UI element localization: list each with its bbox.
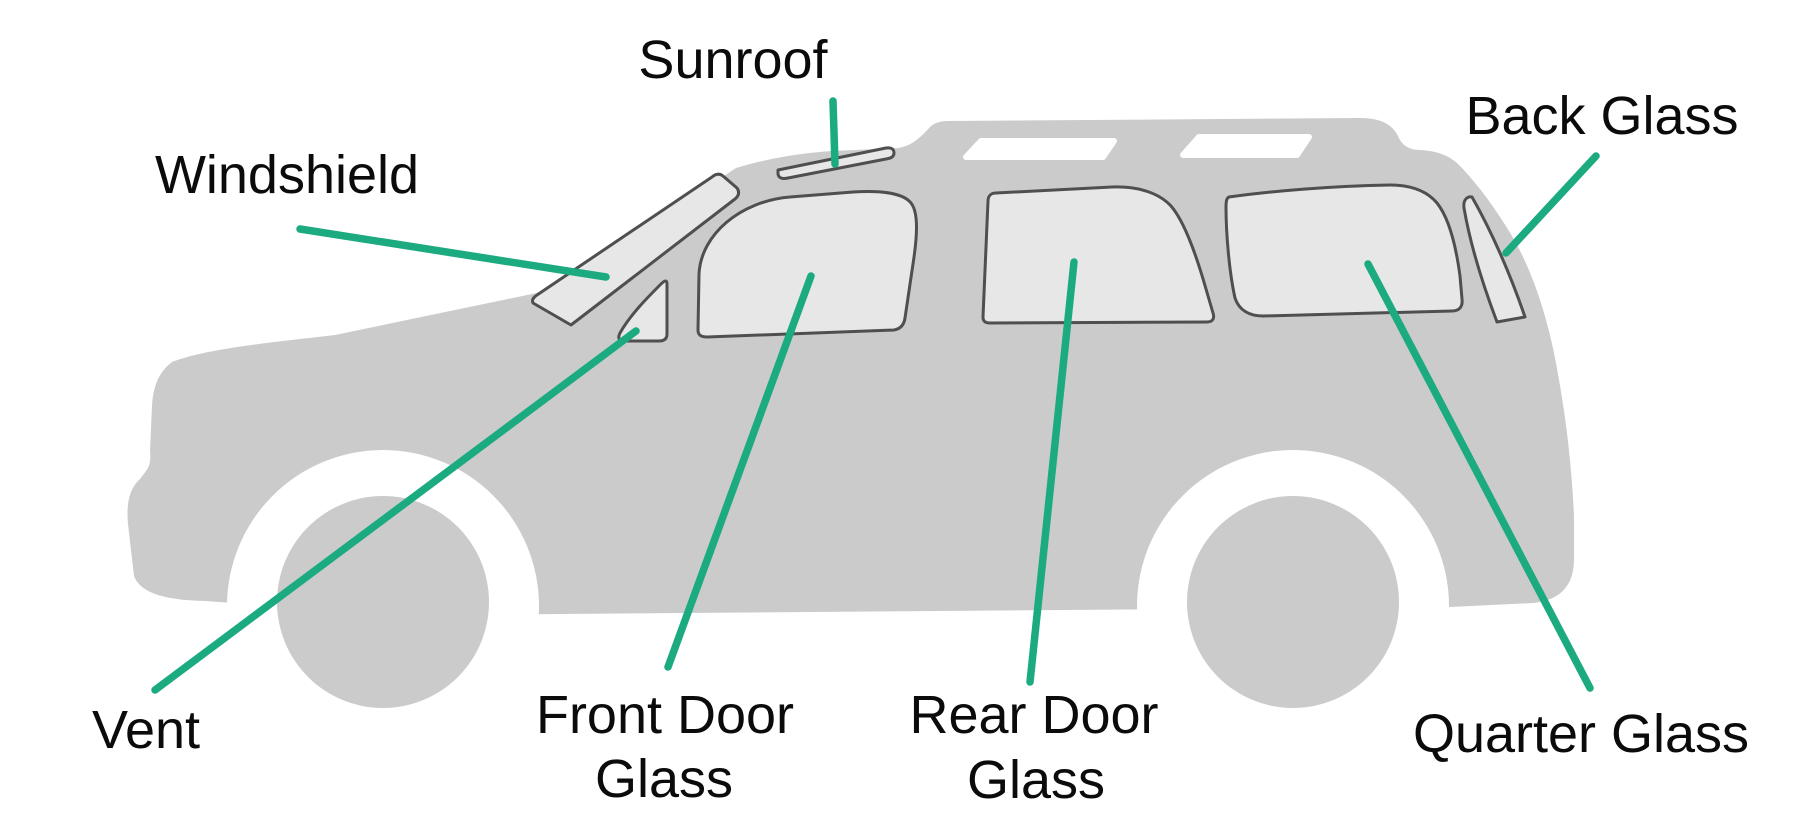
windshield-glass	[531, 172, 741, 327]
vent-label: Vent	[92, 700, 200, 760]
back-glass	[1462, 195, 1527, 324]
vent-glass	[617, 279, 669, 343]
sunroof-pointer-line	[829, 97, 839, 168]
windshield-label: Windshield	[155, 145, 419, 205]
quarter-glass-label: Quarter Glass	[1413, 704, 1749, 764]
rear-door-glass-label-line2: Glass	[967, 750, 1105, 810]
windshield-pointer-line	[296, 225, 610, 281]
front-door-glass-label-line2: Glass	[595, 749, 733, 809]
quarter-glass	[1224, 183, 1464, 318]
back-glass-pointer-line	[1502, 152, 1600, 257]
front-wheel	[277, 496, 489, 708]
sunroof-label: Sunroof	[638, 30, 828, 90]
front-door-glass-pointer-line	[664, 272, 815, 671]
vent-pointer-line	[151, 327, 640, 694]
front-door-glass-label-line1: Front Door	[536, 685, 794, 745]
quarter-glass-pointer-line	[1364, 260, 1594, 692]
rear-door-glass-pointer-line	[1026, 258, 1078, 686]
front-door-glass	[696, 190, 918, 339]
rear-wheel	[1187, 496, 1399, 708]
roof-rack-slot-front	[963, 138, 1117, 160]
rear-door-glass-label-line1: Rear Door	[909, 685, 1158, 745]
roof-rack-slot-rear	[1180, 134, 1312, 158]
back-glass-label: Back Glass	[1465, 86, 1738, 146]
rear-door-glass	[981, 185, 1216, 325]
